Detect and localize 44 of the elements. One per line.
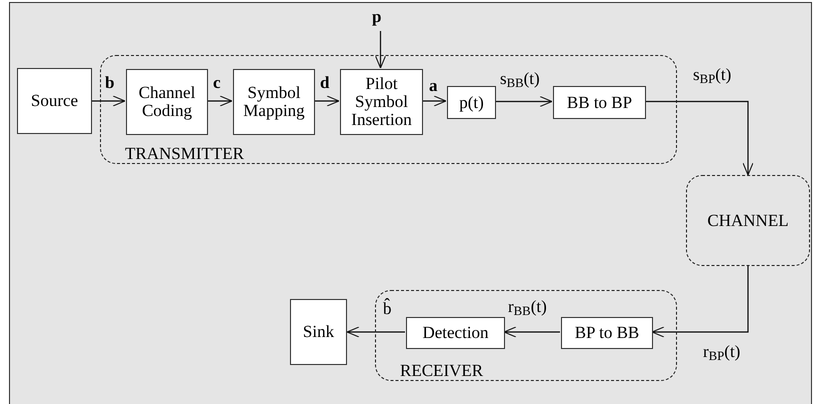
arrow bbox=[207, 96, 232, 106]
group-boundary bbox=[375, 290, 677, 381]
arrow bbox=[314, 96, 340, 106]
process-box bbox=[553, 86, 646, 119]
group-label: TRANSMITTER bbox=[125, 145, 244, 162]
node-label: Source bbox=[30, 92, 78, 110]
process-box bbox=[406, 317, 505, 349]
node-label: BP to BB bbox=[574, 324, 640, 342]
process-box bbox=[340, 69, 423, 135]
process-box bbox=[561, 317, 653, 349]
edge-label: c bbox=[213, 74, 221, 91]
edge-label: b bbox=[105, 74, 114, 91]
node-label: Sink bbox=[302, 323, 334, 341]
edge-label: a bbox=[429, 77, 438, 94]
node-label: Channel Coding bbox=[138, 84, 196, 120]
node-label: Symbol Mapping bbox=[242, 84, 306, 120]
edge-label: s$_{BP}$(t) bbox=[693, 66, 732, 83]
arrow bbox=[375, 31, 386, 68]
edge-label: s$_{BB}$(t) bbox=[500, 70, 540, 87]
arrow bbox=[504, 326, 560, 338]
arrow bbox=[495, 96, 552, 107]
node-label: BB to BP bbox=[566, 94, 632, 112]
arrow bbox=[346, 326, 405, 338]
node-label: Pilot Symbol Insertion bbox=[350, 75, 413, 129]
group-boundary bbox=[100, 55, 677, 164]
process-box bbox=[290, 299, 347, 365]
process-box bbox=[447, 86, 496, 119]
edge-label: r$_{BP}$(t) bbox=[703, 343, 740, 360]
edge-label: r$_{BB}$(t) bbox=[508, 298, 547, 315]
edge-label: d bbox=[320, 74, 330, 91]
process-box bbox=[126, 69, 208, 135]
group-label: RECEIVER bbox=[400, 362, 484, 379]
node-label: Detection bbox=[422, 324, 489, 342]
channel-boundary bbox=[686, 175, 810, 266]
node-label: CHANNEL bbox=[707, 212, 789, 230]
arrow bbox=[422, 96, 446, 106]
arrow bbox=[645, 100, 754, 176]
process-box bbox=[17, 68, 92, 134]
process-box bbox=[233, 69, 315, 135]
edge-label: b̂ bbox=[383, 300, 392, 317]
arrow bbox=[92, 96, 126, 106]
arrow bbox=[652, 266, 749, 338]
edge-label: p bbox=[372, 8, 382, 25]
node-label: p(t) bbox=[459, 94, 484, 112]
